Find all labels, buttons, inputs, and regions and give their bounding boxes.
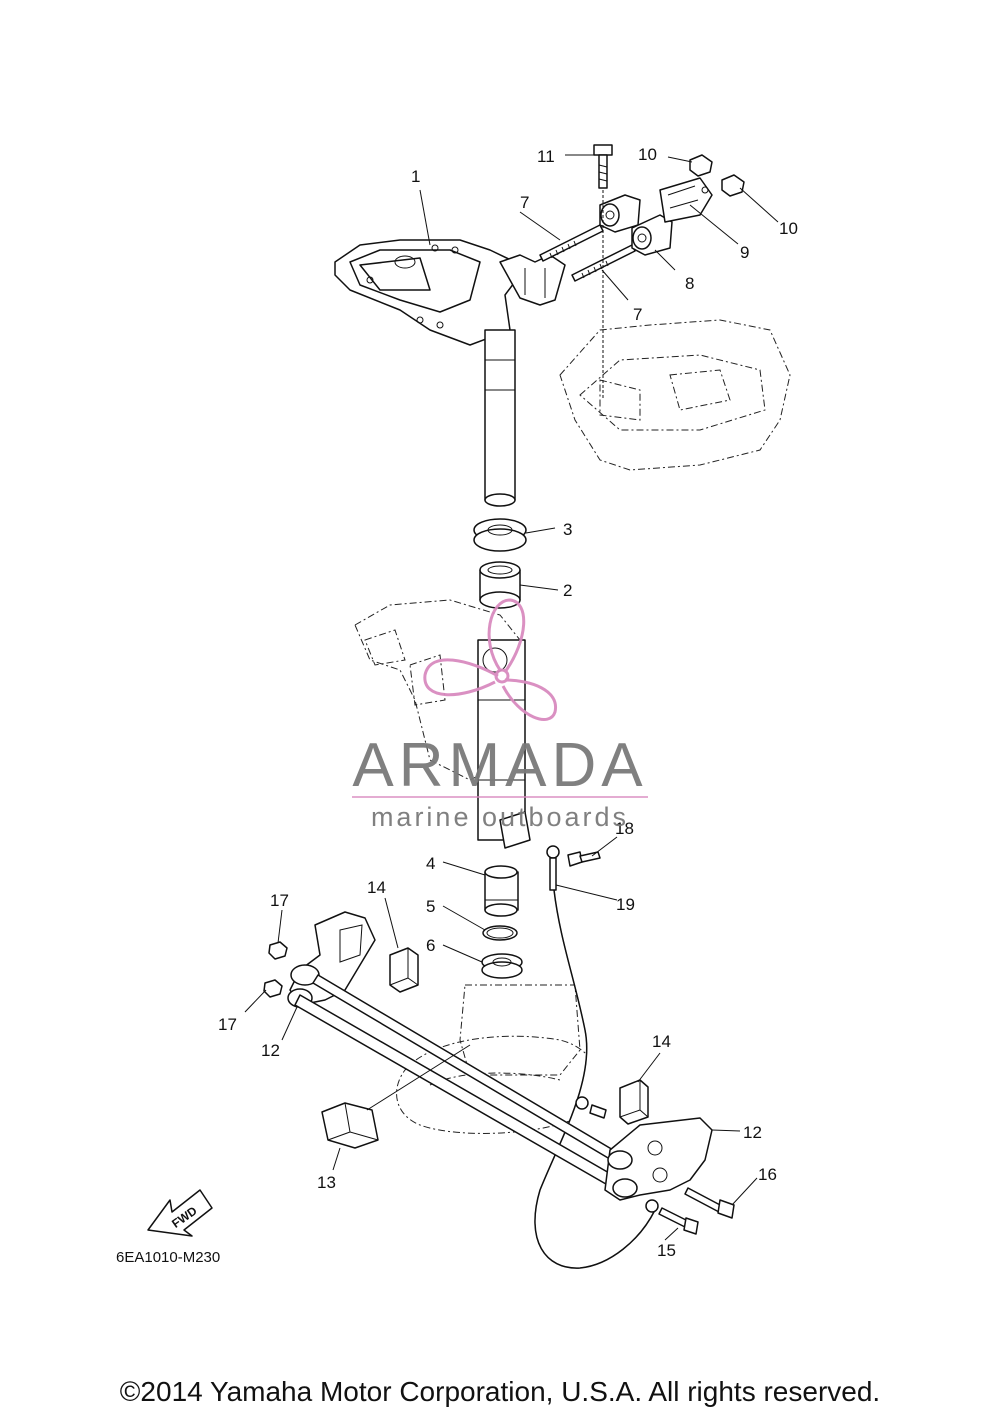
part-2-bushing [479, 561, 521, 609]
part-1-steering-bracket [334, 239, 566, 507]
callout-18: 18 [615, 819, 634, 838]
callout-7-lower: 7 [633, 305, 642, 324]
part-17-nut-b [263, 979, 283, 998]
callout-17-lower: 17 [218, 1015, 237, 1034]
part-17-nut-a [268, 941, 288, 960]
ground-screw-lower [575, 1096, 607, 1119]
callout-17-upper: 17 [270, 891, 289, 910]
callout-13: 13 [317, 1173, 336, 1192]
armada-watermark: ARMADA marine outboards [352, 598, 648, 832]
part-16-bolt [684, 1187, 735, 1219]
callout-8: 8 [685, 274, 694, 293]
part-19-ground-lead [534, 845, 659, 1269]
callout-4: 4 [426, 854, 435, 873]
part-10-nut-b [721, 174, 745, 197]
watermark-brand: ARMADA [352, 731, 647, 800]
callout-7-upper: 7 [520, 193, 529, 212]
part-10-nut-a [689, 154, 713, 177]
part-3-seal [473, 518, 527, 552]
callout-11: 11 [537, 147, 555, 166]
callout-10-upper: 10 [638, 145, 657, 164]
part-6-seal [481, 953, 523, 979]
part-5-o-ring [482, 925, 518, 941]
callout-labels: 1 2 3 4 5 6 7 7 8 9 10 10 11 12 12 13 14… [218, 145, 798, 1260]
part-4-bushing [484, 865, 519, 917]
part-9-plate [659, 177, 713, 223]
callout-3: 3 [563, 520, 572, 539]
callout-14-right: 14 [652, 1032, 671, 1051]
part-8-mount [599, 194, 673, 256]
diagram-code: 6EA1010-M230 [116, 1249, 220, 1266]
part-15-bolt [658, 1207, 699, 1235]
leader-lines [244, 154, 779, 1241]
part-13-block [321, 1102, 379, 1149]
watermark-tagline: marine outboards [371, 802, 629, 832]
copyright-footer: ©2014 Yamaha Motor Corporation, U.S.A. A… [119, 1376, 881, 1407]
callout-12-left: 12 [261, 1041, 280, 1060]
callout-16: 16 [758, 1165, 777, 1184]
callout-2: 2 [563, 581, 572, 600]
callout-5: 5 [426, 897, 435, 916]
part-11-bolt [593, 144, 613, 400]
propeller-logo-icon [423, 598, 557, 721]
callout-10-lower: 10 [779, 219, 798, 238]
ghost-swivel-bracket [354, 599, 526, 781]
ghost-bottom-cowling [559, 319, 791, 471]
callout-15: 15 [657, 1241, 676, 1260]
part-18-screw [567, 851, 601, 867]
swivel-tube [477, 639, 531, 849]
callout-14-left: 14 [367, 878, 386, 897]
callout-19: 19 [616, 895, 635, 914]
callout-6: 6 [426, 936, 435, 955]
callout-1: 1 [411, 167, 420, 186]
part-12-clamp-bar [294, 974, 631, 1196]
part-12-clamp-right [604, 1117, 713, 1201]
fwd-arrow-icon: FWD [147, 1189, 213, 1237]
callout-12-right: 12 [743, 1123, 762, 1142]
part-14-pad-right [619, 1079, 649, 1125]
part-14-pad-left [389, 947, 419, 993]
callout-9: 9 [740, 243, 749, 262]
